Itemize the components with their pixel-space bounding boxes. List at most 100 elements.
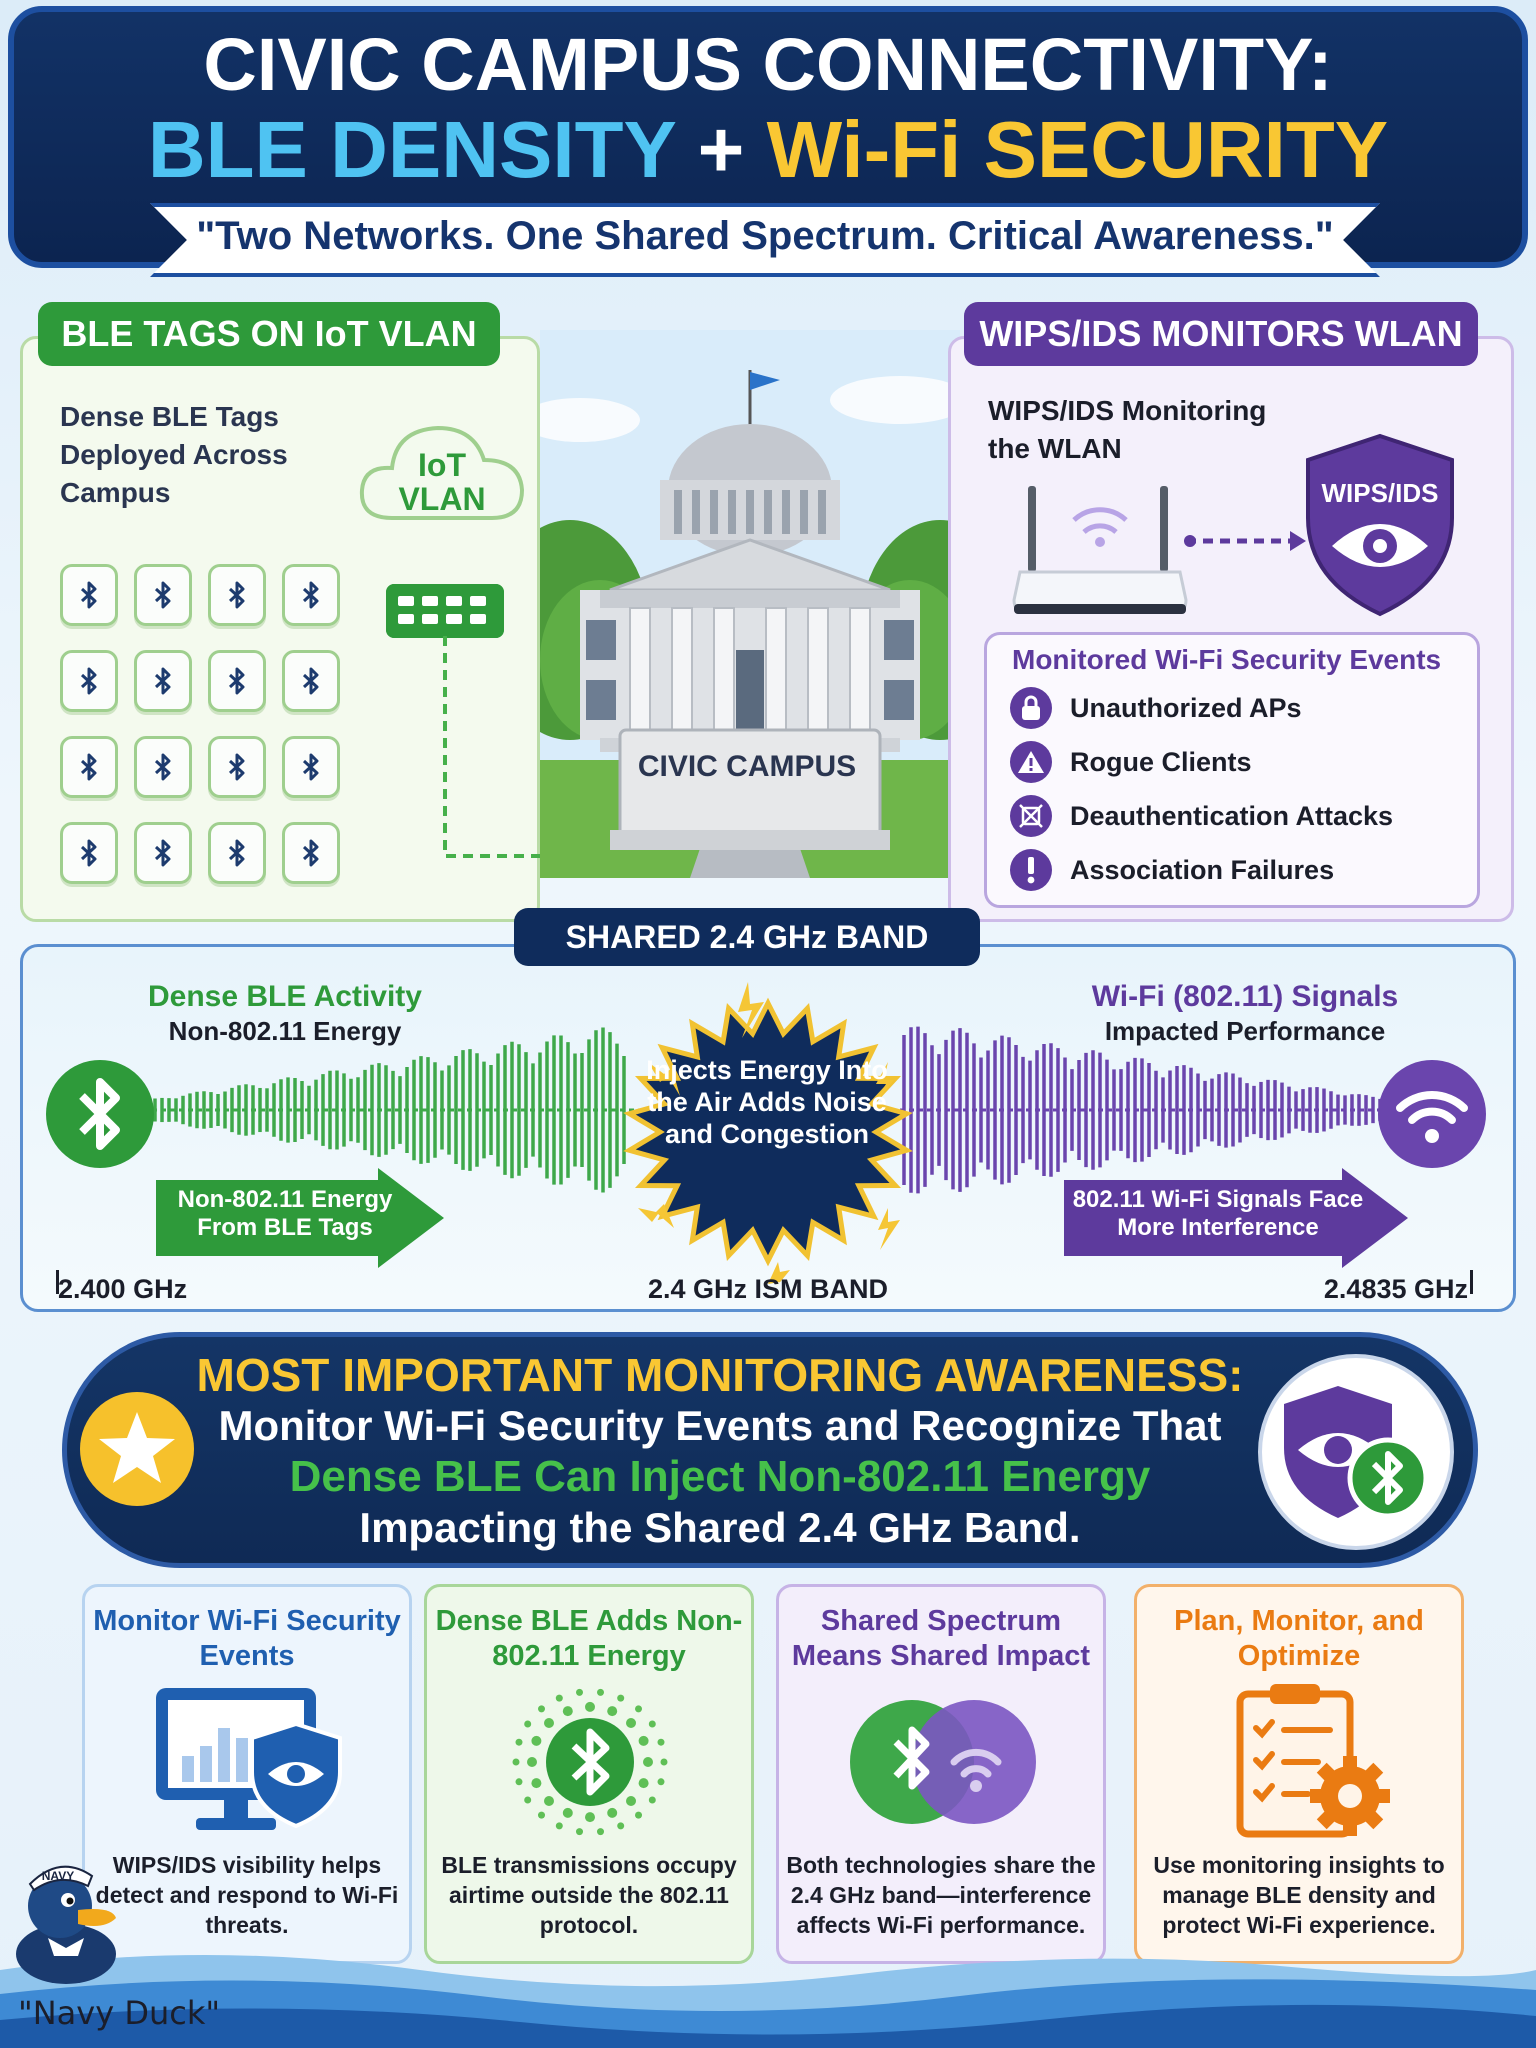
title-plus: + (697, 105, 745, 194)
card-title: Plan, Monitor, and Optimize (1174, 1605, 1424, 1672)
radiating-dot (617, 1822, 625, 1830)
card-body: Both technologies share the 2.4 GHz band… (786, 1852, 1096, 1938)
warning-icon (1010, 741, 1052, 783)
freq-tick-left (56, 1270, 59, 1294)
wips-shield-label: WIPS/IDS (1321, 478, 1438, 508)
radiating-dot (626, 1796, 636, 1806)
radiating-dot (515, 1778, 523, 1786)
security-events-title: Monitored Wi-Fi Security Events (1012, 644, 1442, 675)
radiating-dot (555, 1822, 563, 1830)
tagline-ribbon (150, 203, 1380, 277)
ble-tag-icon (134, 822, 192, 884)
radiating-dot (597, 1688, 604, 1696)
bluetooth-icon (46, 1060, 154, 1168)
ble-tag-icon (60, 564, 118, 626)
radiating-dot (638, 1778, 649, 1789)
interference-burst-text: Injects Energy Into the Air Adds Noise a… (646, 1055, 888, 1149)
security-event-row: Rogue Clients (1010, 740, 1450, 784)
freq-label-left: 2.400 GHz (58, 1274, 188, 1304)
wifi-signals-subtitle: Impacted Performance (1104, 1016, 1386, 1046)
radiating-dot (597, 1828, 604, 1836)
awareness-banner (62, 1332, 1478, 1568)
bluetooth-radiating-icon (512, 1688, 668, 1836)
radiating-dot (544, 1796, 554, 1806)
security-event-row: Unauthorized APs (1010, 686, 1450, 730)
ble-tag-icon (60, 736, 118, 798)
ble-tag-icon (282, 564, 340, 626)
ble-panel-label: BLE TAGS ON IoT VLAN (38, 302, 500, 366)
ble-activity-subtitle: Non-802.11 Energy (168, 1016, 402, 1046)
freq-label-mid: 2.4 GHz ISM BAND (647, 1274, 889, 1304)
ble-activity-title: Dense BLE Activity (148, 980, 422, 1013)
ble-tag-icon (134, 650, 192, 712)
footer-wave (0, 1955, 1536, 2048)
radiating-dot (576, 1828, 583, 1836)
wifi-signals-title: Wi-Fi (802.11) Signals (1091, 980, 1399, 1013)
wifi-interference-arrow-text: 802.11 Wi-Fi Signals Face More Interfere… (1072, 1186, 1364, 1241)
security-event-row: Association Failures (1010, 848, 1450, 892)
card-title: Dense BLE Adds Non-802.11 Energy (435, 1605, 743, 1672)
navy-duck-mascot: NAVY (16, 1865, 116, 1984)
awareness-line-2: Dense BLE Can Inject Non-802.11 Energy (289, 1452, 1151, 1501)
wifi-icon (1378, 1060, 1486, 1168)
radiating-dot (562, 1706, 573, 1717)
ble-tag-icon (282, 736, 340, 798)
security-events-box (984, 632, 1480, 908)
iot-label-line1: IoT (418, 447, 466, 483)
security-event-label: Association Failures (1070, 854, 1335, 885)
mascot-name: "Navy Duck" (18, 1994, 221, 2032)
radiating-dot (527, 1757, 537, 1767)
wifi-router-icon (1012, 486, 1188, 614)
security-event-label: Rogue Clients (1070, 746, 1252, 777)
iot-label-line2: VLAN (398, 481, 486, 517)
freq-label-right: 2.4835 GHz (1323, 1274, 1468, 1304)
radiating-dot (648, 1720, 656, 1728)
clipboard-gear-icon (1236, 1684, 1390, 1838)
radiating-dot (531, 1735, 542, 1746)
ble-tag-icon (134, 564, 192, 626)
radiating-dot (643, 1757, 653, 1767)
radiating-dot (607, 1807, 618, 1818)
signal-waveform (116, 1026, 1420, 1194)
security-event-row: Deauthentication Attacks (1010, 794, 1450, 838)
radiating-dot (538, 1811, 545, 1819)
wips-shield-icon: WIPS/IDS (1306, 433, 1454, 617)
radiating-dot (657, 1738, 665, 1746)
security-event-label: Unauthorized APs (1070, 692, 1302, 723)
radiating-dot (617, 1694, 625, 1702)
vlan-link-line (443, 636, 548, 858)
ble-tag-icon (60, 650, 118, 712)
radiating-dot (538, 1705, 545, 1713)
ble-tag-icon (134, 736, 192, 798)
radiating-dot (635, 1811, 642, 1819)
radiating-dot (562, 1807, 573, 1818)
lock-icon (1010, 687, 1052, 729)
title-line-1: CIVIC CAMPUS CONNECTIVITY: (203, 23, 1333, 106)
radiating-dot (585, 1701, 595, 1712)
network-switch-icon (386, 584, 504, 638)
radiating-dot (524, 1720, 532, 1728)
shield-bluetooth-badge (1258, 1354, 1454, 1550)
overlap-bluetooth-wifi-icon (850, 1700, 1036, 1824)
card-body: WIPS/IDS visibility helps detect and res… (95, 1852, 399, 1938)
ble-tag-icon (208, 564, 266, 626)
radiating-dot (660, 1758, 668, 1766)
radiating-dot (515, 1738, 523, 1746)
security-event-label: Deauthentication Attacks (1070, 800, 1394, 831)
ble-panel-description: Dense BLE Tags Deployed Across Campus (60, 401, 288, 508)
card-title: Shared Spectrum Means Shared Impact (791, 1605, 1091, 1672)
radiating-dot (626, 1718, 636, 1728)
ble-energy-arrow (156, 1168, 444, 1268)
radiating-dot (531, 1778, 542, 1789)
awareness-title: MOST IMPORTANT MONITORING AWARENESS: (196, 1349, 1244, 1401)
wips-panel-description: WIPS/IDS Monitoring the WLAN (988, 395, 1267, 464)
ble-tag-icon (60, 822, 118, 884)
exclamation-icon (1010, 849, 1052, 891)
radiating-dot (576, 1688, 583, 1696)
tagline: "Two Networks. One Shared Spectrum. Crit… (196, 214, 1334, 258)
ble-tag-icon (282, 822, 340, 884)
title-ble-density: BLE DENSITY (147, 105, 676, 194)
card-body: BLE transmissions occupy airtime outside… (441, 1852, 737, 1938)
ble-tag-icon (208, 822, 266, 884)
monitor-shield-icon (156, 1688, 342, 1830)
